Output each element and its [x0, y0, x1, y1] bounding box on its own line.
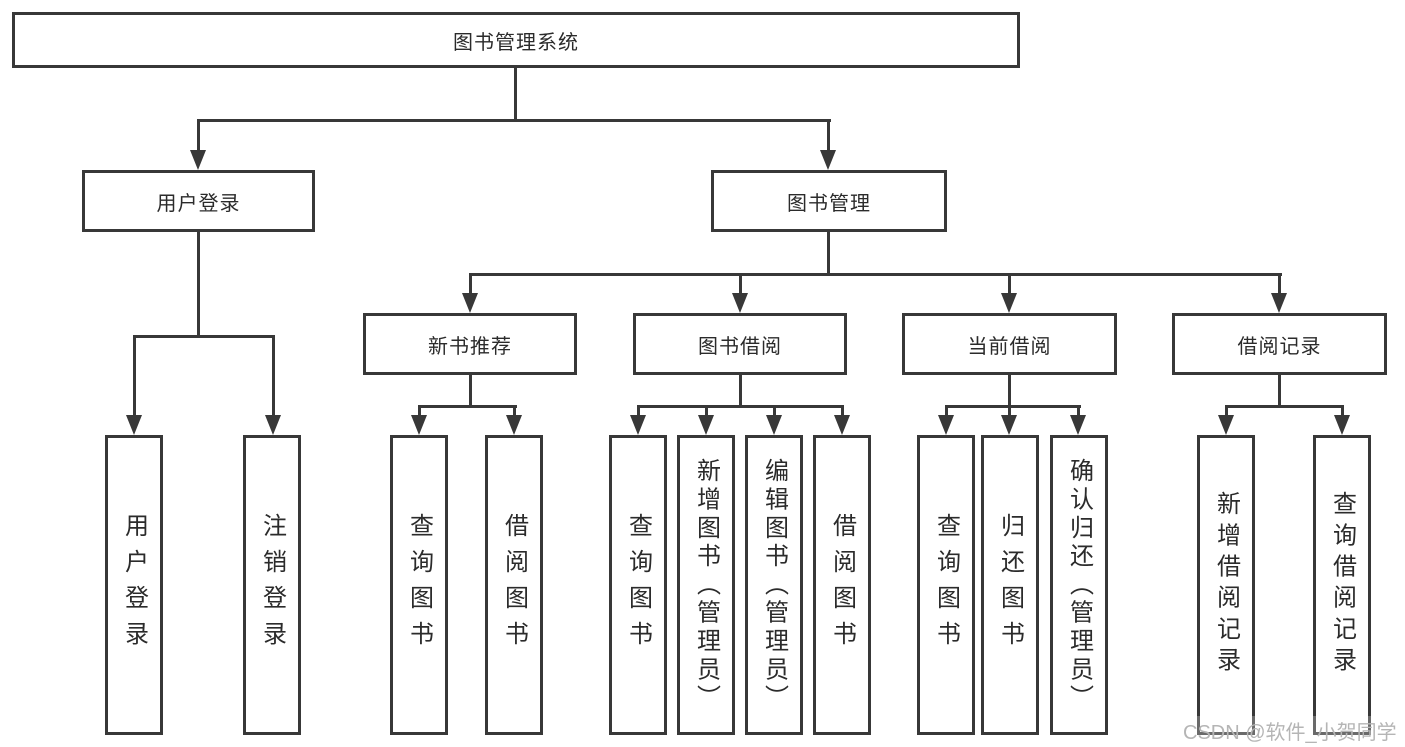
leaf-user-login: 用户登录 [105, 435, 163, 735]
node-current-borrow: 当前借阅 [902, 313, 1117, 375]
arrow-down-icon [630, 415, 646, 435]
connector-leaf [418, 405, 421, 417]
leaf-label: 注销登录 [258, 513, 286, 657]
connector-to-book-borrow [739, 273, 742, 297]
leaf-borrow-add-book-admin: 新增图书（管理员） [677, 435, 735, 735]
connector-root-stem [514, 68, 517, 121]
node-book-management: 图书管理 [711, 170, 947, 232]
arrow-down-icon [820, 150, 836, 170]
leaf-borrow-edit-book-admin: 编辑图书（管理员） [745, 435, 803, 735]
connector-leaf [773, 405, 776, 417]
connector-leaf [705, 405, 708, 417]
leaf-label: 确认归还（管理员） [1065, 457, 1093, 713]
connector-current-hline [945, 405, 1081, 408]
connector-book-mgmt-hline [469, 273, 1282, 276]
leaf-current-query-book: 查询图书 [917, 435, 975, 735]
connector-to-book-management [827, 119, 830, 152]
arrow-down-icon [698, 415, 714, 435]
arrow-down-icon [126, 415, 142, 435]
leaf-recommend-borrow-book: 借阅图书 [485, 435, 543, 735]
leaf-label: 查询借阅记录 [1328, 491, 1356, 679]
arrow-down-icon [1001, 293, 1017, 313]
connector-user-login-stem [197, 232, 200, 337]
connector-leaf [1341, 405, 1344, 417]
arrow-down-icon [1070, 415, 1086, 435]
leaf-borrow-query-book: 查询图书 [609, 435, 667, 735]
connector-current-stem [1008, 375, 1011, 407]
node-label: 图书管理 [787, 192, 871, 215]
leaf-label: 查询图书 [405, 513, 433, 657]
connector-root-hline [198, 119, 831, 122]
connector-leaf [637, 405, 640, 417]
connector-book-mgmt-stem [827, 232, 830, 275]
connector-newbook-stem [469, 375, 472, 407]
node-user-login: 用户登录 [82, 170, 315, 232]
arrow-down-icon [506, 415, 522, 435]
connector-to-leaf-login [133, 335, 136, 417]
leaf-label: 查询图书 [932, 513, 960, 657]
leaf-current-return-book: 归还图书 [981, 435, 1039, 735]
connector-to-current-borrow [1008, 273, 1011, 297]
node-label: 图书管理系统 [453, 31, 579, 54]
connector-user-login-hline [133, 335, 275, 338]
leaf-recommend-query-book: 查询图书 [390, 435, 448, 735]
arrow-down-icon [834, 415, 850, 435]
leaf-label: 编辑图书（管理员） [760, 457, 788, 713]
leaf-borrow-borrow-book: 借阅图书 [813, 435, 871, 735]
connector-leaf [513, 405, 516, 417]
arrow-down-icon [265, 415, 281, 435]
leaf-label: 用户登录 [120, 513, 148, 657]
connector-to-leaf-logout [272, 335, 275, 417]
arrow-down-icon [938, 415, 954, 435]
arrow-down-icon [190, 150, 206, 170]
leaf-current-confirm-return-admin: 确认归还（管理员） [1050, 435, 1108, 735]
leaf-logout: 注销登录 [243, 435, 301, 735]
leaf-label: 归还图书 [996, 513, 1024, 657]
arrow-down-icon [1334, 415, 1350, 435]
node-borrow-records: 借阅记录 [1172, 313, 1387, 375]
csdn-watermark: CSDN @软件_小贺同学 [1183, 716, 1397, 745]
leaf-label: 借阅图书 [500, 513, 528, 657]
node-label: 用户登录 [156, 192, 241, 215]
connector-leaf [1225, 405, 1228, 417]
node-label: 当前借阅 [967, 335, 1052, 358]
node-library-management-system: 图书管理系统 [12, 12, 1020, 68]
arrow-down-icon [1218, 415, 1234, 435]
connector-to-borrow-records [1278, 273, 1281, 297]
arrow-down-icon [766, 415, 782, 435]
connector-bookborrow-stem [739, 375, 742, 407]
arrow-down-icon [732, 293, 748, 313]
leaf-label: 借阅图书 [828, 513, 856, 657]
leaf-label: 新增借阅记录 [1212, 491, 1240, 679]
node-new-book-recommend: 新书推荐 [363, 313, 577, 375]
leaf-records-query-record: 查询借阅记录 [1313, 435, 1371, 735]
node-book-borrow: 图书借阅 [633, 313, 847, 375]
leaf-records-add-record: 新增借阅记录 [1197, 435, 1255, 735]
connector-records-stem [1278, 375, 1281, 407]
node-label: 新书推荐 [428, 335, 512, 358]
node-label: 图书借阅 [698, 335, 782, 358]
arrow-down-icon [411, 415, 427, 435]
connector-leaf [1077, 405, 1080, 417]
node-label: 借阅记录 [1237, 335, 1322, 358]
connector-to-new-book [469, 273, 472, 297]
arrow-down-icon [1001, 415, 1017, 435]
connector-newbook-hline [418, 405, 517, 408]
leaf-label: 查询图书 [624, 513, 652, 657]
connector-records-hline [1225, 405, 1344, 408]
arrow-down-icon [462, 293, 478, 313]
connector-leaf [945, 405, 948, 417]
connector-to-user-login [197, 119, 200, 152]
connector-leaf [1008, 405, 1011, 417]
connector-bookborrow-hline [637, 405, 844, 408]
connector-leaf [841, 405, 844, 417]
arrow-down-icon [1271, 293, 1287, 313]
leaf-label: 新增图书（管理员） [692, 457, 720, 713]
